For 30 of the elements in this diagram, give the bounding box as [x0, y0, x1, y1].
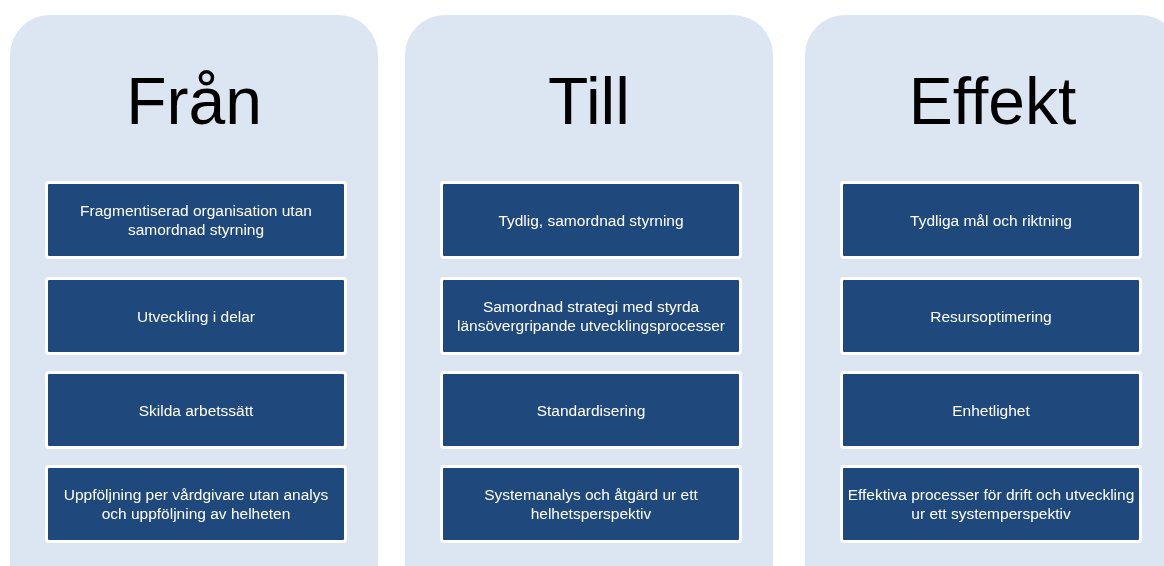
text-box	[45, 371, 347, 449]
box-label: Systemanalys och åtgärd ur ett helhetsperspektiv	[483, 485, 699, 523]
box-label: Samordnad strategi med styrda länsövergripande utvecklingsprocesser	[456, 297, 726, 335]
text-box	[840, 277, 1142, 355]
column-heading: Till	[547, 63, 631, 139]
text-box	[840, 181, 1142, 259]
text-box	[840, 371, 1142, 449]
text-box	[840, 465, 1142, 543]
text-box	[440, 181, 742, 259]
column-panel	[405, 15, 773, 566]
box-label: Utveckling i delar	[136, 306, 256, 326]
column-heading: Från	[125, 63, 263, 139]
box-label: Uppföljning per vårdgivare utan analys och uppföljning av helheten	[62, 485, 330, 523]
text-box	[45, 277, 347, 355]
box-label: Standardisering	[535, 400, 647, 420]
box-label: Skilda arbetssätt	[137, 400, 255, 420]
text-box	[45, 181, 347, 259]
column-panel	[10, 15, 378, 566]
box-label: Effektiva processer för drift och utveckling ur ett systemperspektiv	[846, 485, 1136, 523]
box-label: Fragmentiserad organisation utan samordnad styrning	[79, 201, 313, 239]
text-box	[45, 465, 347, 543]
box-label: Enhetlighet	[951, 400, 1031, 420]
column-panel	[805, 15, 1164, 566]
box-label: Tydliga mål och riktning	[909, 210, 1073, 230]
column-heading: Effekt	[907, 63, 1078, 139]
box-label: Resursoptimering	[929, 306, 1053, 326]
text-box	[440, 371, 742, 449]
text-box	[440, 277, 742, 355]
box-label: Tydlig, samordnad styrning	[497, 210, 685, 230]
text-box	[440, 465, 742, 543]
